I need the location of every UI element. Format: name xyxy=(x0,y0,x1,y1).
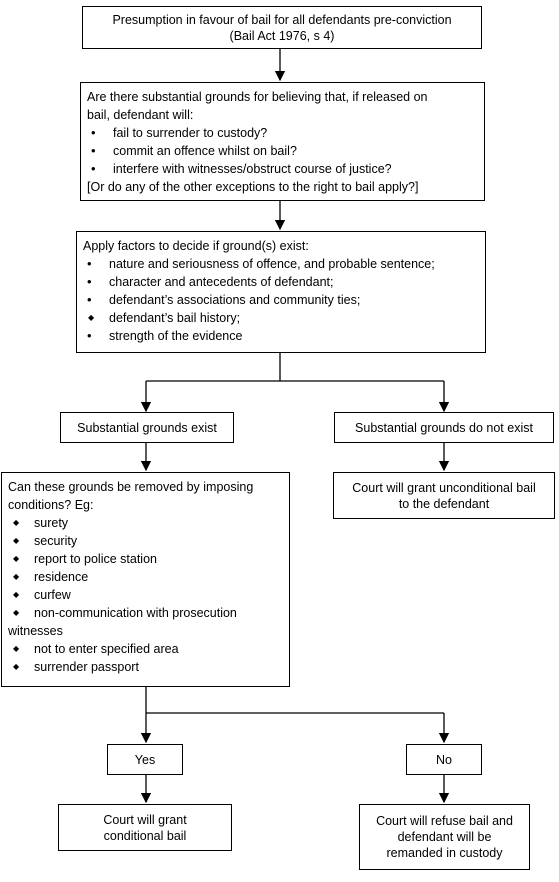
condition-item: surety xyxy=(8,514,283,532)
presumption-line2: (Bail Act 1976, s 4) xyxy=(229,28,335,43)
factor-item: strength of the evidence xyxy=(83,327,479,345)
factor-item: defendant’s associations and community t… xyxy=(83,291,479,309)
condition-item: security xyxy=(8,532,283,550)
unconditional-line1: Court will grant unconditional bail xyxy=(352,480,536,495)
conditions-box: Can these grounds be removed by imposing… xyxy=(1,472,290,687)
conditions-list-continued: not to enter specified area surrender pa… xyxy=(8,640,283,676)
condition-item: curfew xyxy=(8,586,283,604)
presumption-box: Presumption in favour of bail for all de… xyxy=(82,6,482,49)
conditions-intro2: conditions? Eg: xyxy=(8,498,94,512)
condition-item: residence xyxy=(8,568,283,586)
grounds-question-intro2: bail, defendant will: xyxy=(87,108,194,122)
factors-box: Apply factors to decide if ground(s) exi… xyxy=(76,231,486,353)
refuse-line1: Court will refuse bail and xyxy=(376,814,513,828)
grounds-question-item: commit an offence whilst on bail? xyxy=(87,142,478,160)
condition-item-continuation: witnesses xyxy=(8,624,63,638)
factors-intro: Apply factors to decide if ground(s) exi… xyxy=(83,239,309,253)
conditional-line2: conditional bail xyxy=(103,828,187,843)
condition-item: non-communication with prosecution xyxy=(8,604,283,622)
factors-list: nature and seriousness of offence, and p… xyxy=(83,255,479,345)
unconditional-line2: to the defendant xyxy=(398,496,490,511)
grounds-question-item: fail to surrender to custody? xyxy=(87,124,478,142)
condition-item: report to police station xyxy=(8,550,283,568)
grounds-question-item: interfere with witnesses/obstruct course… xyxy=(87,160,478,178)
grounds-exist-box: Substantial grounds exist xyxy=(60,412,234,443)
no-box: No xyxy=(406,744,482,775)
refuse-bail-box: Court will refuse bail and defendant wil… xyxy=(359,804,530,870)
refuse-line3: remanded in custody xyxy=(386,846,503,860)
yes-label: Yes xyxy=(134,752,156,767)
conditions-list: surety security report to police station… xyxy=(8,514,283,622)
condition-item: not to enter specified area xyxy=(8,640,283,658)
conditional-bail-box: Court will grant conditional bail xyxy=(58,804,232,851)
condition-item-text: non-communication with prosecution xyxy=(34,606,237,620)
conditions-intro1: Can these grounds be removed by imposing xyxy=(8,480,254,494)
grounds-exist-label: Substantial grounds exist xyxy=(77,420,217,435)
factor-item: character and antecedents of defendant; xyxy=(83,273,479,291)
grounds-question-list: fail to surrender to custody? commit an … xyxy=(87,124,478,178)
grounds-question-intro1: Are there substantial grounds for believ… xyxy=(87,90,428,104)
grounds-not-exist-box: Substantial grounds do not exist xyxy=(334,412,554,443)
yes-box: Yes xyxy=(107,744,183,775)
refuse-line2: defendant will be xyxy=(397,830,492,844)
presumption-line1: Presumption in favour of bail for all de… xyxy=(112,12,452,27)
conditional-line1: Court will grant xyxy=(103,812,187,827)
unconditional-bail-box: Court will grant unconditional bail to t… xyxy=(333,472,555,519)
grounds-question-footer: [Or do any of the other exceptions to th… xyxy=(87,180,419,194)
factor-item: nature and seriousness of offence, and p… xyxy=(83,255,479,273)
condition-item: surrender passport xyxy=(8,658,283,676)
factor-item: defendant’s bail history; xyxy=(83,309,479,327)
grounds-question-box: Are there substantial grounds for believ… xyxy=(80,82,485,201)
grounds-not-exist-label: Substantial grounds do not exist xyxy=(355,420,533,435)
no-label: No xyxy=(436,752,452,767)
